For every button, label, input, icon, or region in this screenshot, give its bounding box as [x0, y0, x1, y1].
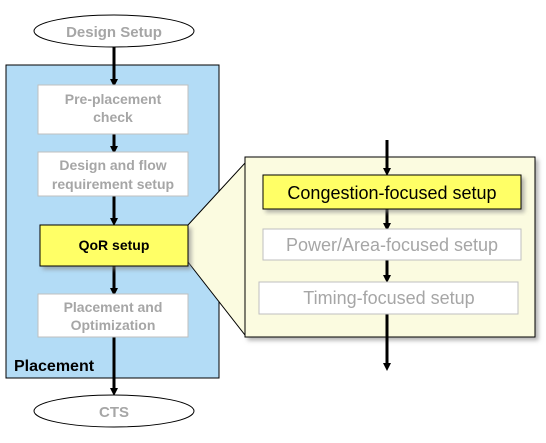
- design-flow-label-line1: Design and flow: [59, 157, 166, 173]
- design-setup-node: [33, 14, 195, 48]
- pre-placement-label-line2: check: [93, 109, 133, 125]
- pre-placement-check-node: [37, 84, 189, 135]
- qor-setup-node: [39, 224, 189, 267]
- design-flow-setup-node: [37, 151, 189, 197]
- design-flow-label-line2: requirement setup: [52, 176, 174, 192]
- cts-label: CTS: [99, 404, 129, 421]
- timing-setup-label: Timing-focused setup: [303, 288, 474, 308]
- timing-setup-node: [258, 281, 519, 315]
- congestion-setup-node: [262, 174, 522, 210]
- power-area-setup-node: [262, 228, 522, 261]
- design-setup-label: Design Setup: [66, 24, 162, 41]
- placement-opt-label-line2: Optimization: [71, 317, 156, 333]
- cts-node: [33, 394, 195, 428]
- congestion-setup-label: Congestion-focused setup: [287, 183, 496, 203]
- pre-placement-label-line1: Pre-placement: [65, 91, 162, 107]
- power-area-setup-label: Power/Area-focused setup: [286, 235, 498, 255]
- placement-label: Placement: [14, 358, 95, 375]
- qor-setup-label: QoR setup: [79, 237, 150, 253]
- placement-opt-label-line1: Placement and: [64, 299, 163, 315]
- placement-optimization-node: [37, 293, 189, 338]
